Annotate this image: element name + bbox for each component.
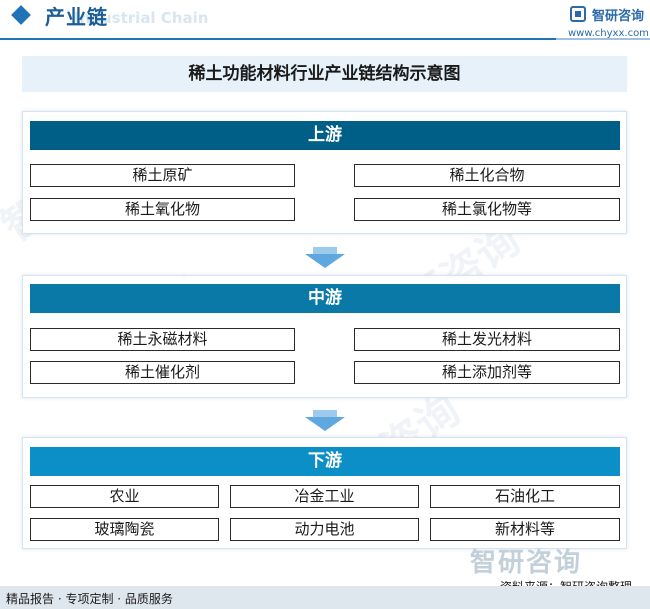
stage-header-midstream: 中游 — [30, 284, 620, 313]
chain-item: 稀土氧化物 — [30, 198, 295, 221]
chain-item: 稀土催化剂 — [30, 361, 295, 384]
header-title: 产业链 — [45, 5, 108, 29]
title-band — [22, 56, 627, 92]
flow-arrow-stem — [313, 410, 337, 417]
diagram-title: 稀土功能材料行业产业链结构示意图 — [188, 64, 461, 84]
chain-item: 石油化工 — [430, 485, 620, 508]
chain-item: 冶金工业 — [230, 485, 419, 508]
footer-text: 精品报告 · 专项定制 · 品质服务 — [6, 592, 173, 606]
diamond-icon — [11, 5, 31, 25]
header-divider-tail — [556, 38, 650, 40]
watermark-logo: 智研咨询 — [470, 548, 583, 578]
stage-header-upstream: 上游 — [30, 121, 620, 150]
down-arrow-icon — [305, 254, 345, 268]
stage-header-downstream: 下游 — [30, 447, 620, 476]
chain-item: 农业 — [30, 485, 219, 508]
chain-item: 稀土原矿 — [30, 164, 295, 187]
flow-arrow-stem — [313, 247, 337, 254]
chain-item: 稀土发光材料 — [354, 328, 620, 351]
chain-item: 动力电池 — [230, 518, 419, 541]
logo-url: www.chyxx.com — [568, 28, 649, 39]
chain-item: 稀土永磁材料 — [30, 328, 295, 351]
down-arrow-icon — [305, 417, 345, 431]
chain-item: 新材料等 — [430, 518, 620, 541]
chain-item: 稀土化合物 — [354, 164, 620, 187]
header-divider — [0, 38, 556, 40]
chain-item: 玻璃陶瓷 — [30, 518, 219, 541]
chain-item: 稀土氯化物等 — [354, 198, 620, 221]
logo-icon — [570, 6, 586, 22]
footer-bar — [0, 586, 650, 609]
chain-item: 稀土添加剂等 — [354, 361, 620, 384]
header-subtitle: Industrial Chain — [74, 9, 209, 27]
logo-name: 智研咨询 — [592, 9, 645, 24]
